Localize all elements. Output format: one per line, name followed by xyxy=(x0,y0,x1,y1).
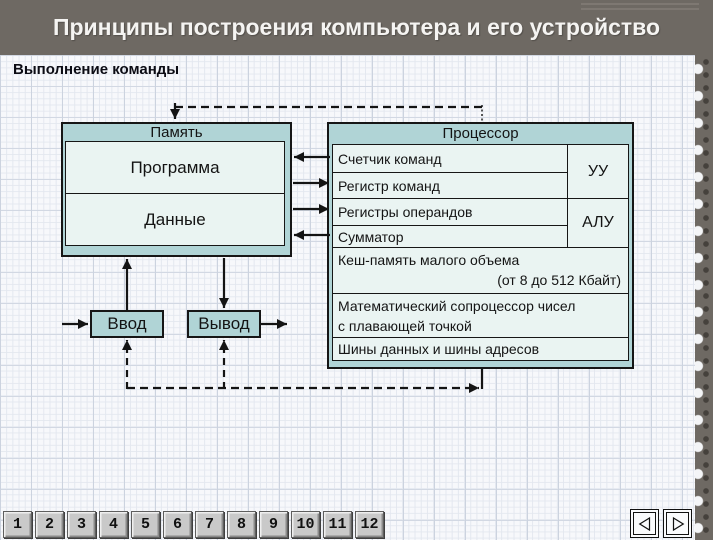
watermark xyxy=(581,3,699,11)
prev-button[interactable] xyxy=(630,509,659,538)
page-button-1[interactable]: 1 xyxy=(3,511,32,538)
processor-box: Процессор Счетчик команд Регистр команд … xyxy=(327,122,634,369)
page-button-9[interactable]: 9 xyxy=(259,511,288,538)
page-button-6[interactable]: 6 xyxy=(163,511,192,538)
row-operand-registers: Регистры операндов xyxy=(333,199,568,226)
output-box: Вывод xyxy=(187,310,261,338)
slide-subtitle: Выполнение команды xyxy=(13,61,180,78)
row-cache: Кеш-память малого объема (от 8 до 512 Кб… xyxy=(333,248,628,294)
slide-title: Принципы построения компьютера и его уст… xyxy=(52,14,661,40)
cache-line-2: (от 8 до 512 Кбайт) xyxy=(497,272,621,288)
cell-control-unit: УУ xyxy=(568,145,628,199)
cell-alu: АЛУ xyxy=(568,199,628,248)
memory-box: Память Программа Данные xyxy=(61,122,292,257)
processor-title: Процессор xyxy=(442,125,519,142)
next-triangle-icon xyxy=(672,516,684,531)
coprocessor-line-1: Математический сопроцессор чисел xyxy=(338,298,576,314)
memory-cell-program: Программа xyxy=(65,141,285,194)
next-button[interactable] xyxy=(663,509,692,538)
memory-title: Память xyxy=(150,124,203,141)
memory-cell-data: Данные xyxy=(65,193,285,246)
prev-button-frame xyxy=(633,512,656,535)
page-button-12[interactable]: 12 xyxy=(355,511,384,538)
prev-triangle-icon xyxy=(638,516,650,531)
page-button-11[interactable]: 11 xyxy=(323,511,352,538)
cache-line-1: Кеш-память малого объема xyxy=(338,252,520,268)
page-nav: 1 2 3 4 5 6 7 8 9 10 11 12 xyxy=(3,511,384,538)
page-button-7[interactable]: 7 xyxy=(195,511,224,538)
page-button-2[interactable]: 2 xyxy=(35,511,64,538)
notebook-perforation-edge xyxy=(695,55,713,540)
row-instruction-counter: Счетчик команд xyxy=(333,145,568,173)
title-bar: Принципы построения компьютера и его уст… xyxy=(0,0,713,55)
row-adder: Сумматор xyxy=(333,226,568,248)
coprocessor-line-2: с плавающей точкой xyxy=(338,318,472,334)
row-coprocessor: Математический сопроцессор чисел с плава… xyxy=(333,294,628,338)
page-button-5[interactable]: 5 xyxy=(131,511,160,538)
row-instruction-register: Регистр команд xyxy=(333,173,568,199)
page-button-3[interactable]: 3 xyxy=(67,511,96,538)
row-buses: Шины данных и шины адресов xyxy=(338,341,540,357)
page-button-4[interactable]: 4 xyxy=(99,511,128,538)
input-box: Ввод xyxy=(90,310,164,338)
page-button-8[interactable]: 8 xyxy=(227,511,256,538)
next-button-frame xyxy=(666,512,689,535)
page-button-10[interactable]: 10 xyxy=(291,511,320,538)
processor-table: Счетчик команд Регистр команд Регистры о… xyxy=(332,144,629,361)
